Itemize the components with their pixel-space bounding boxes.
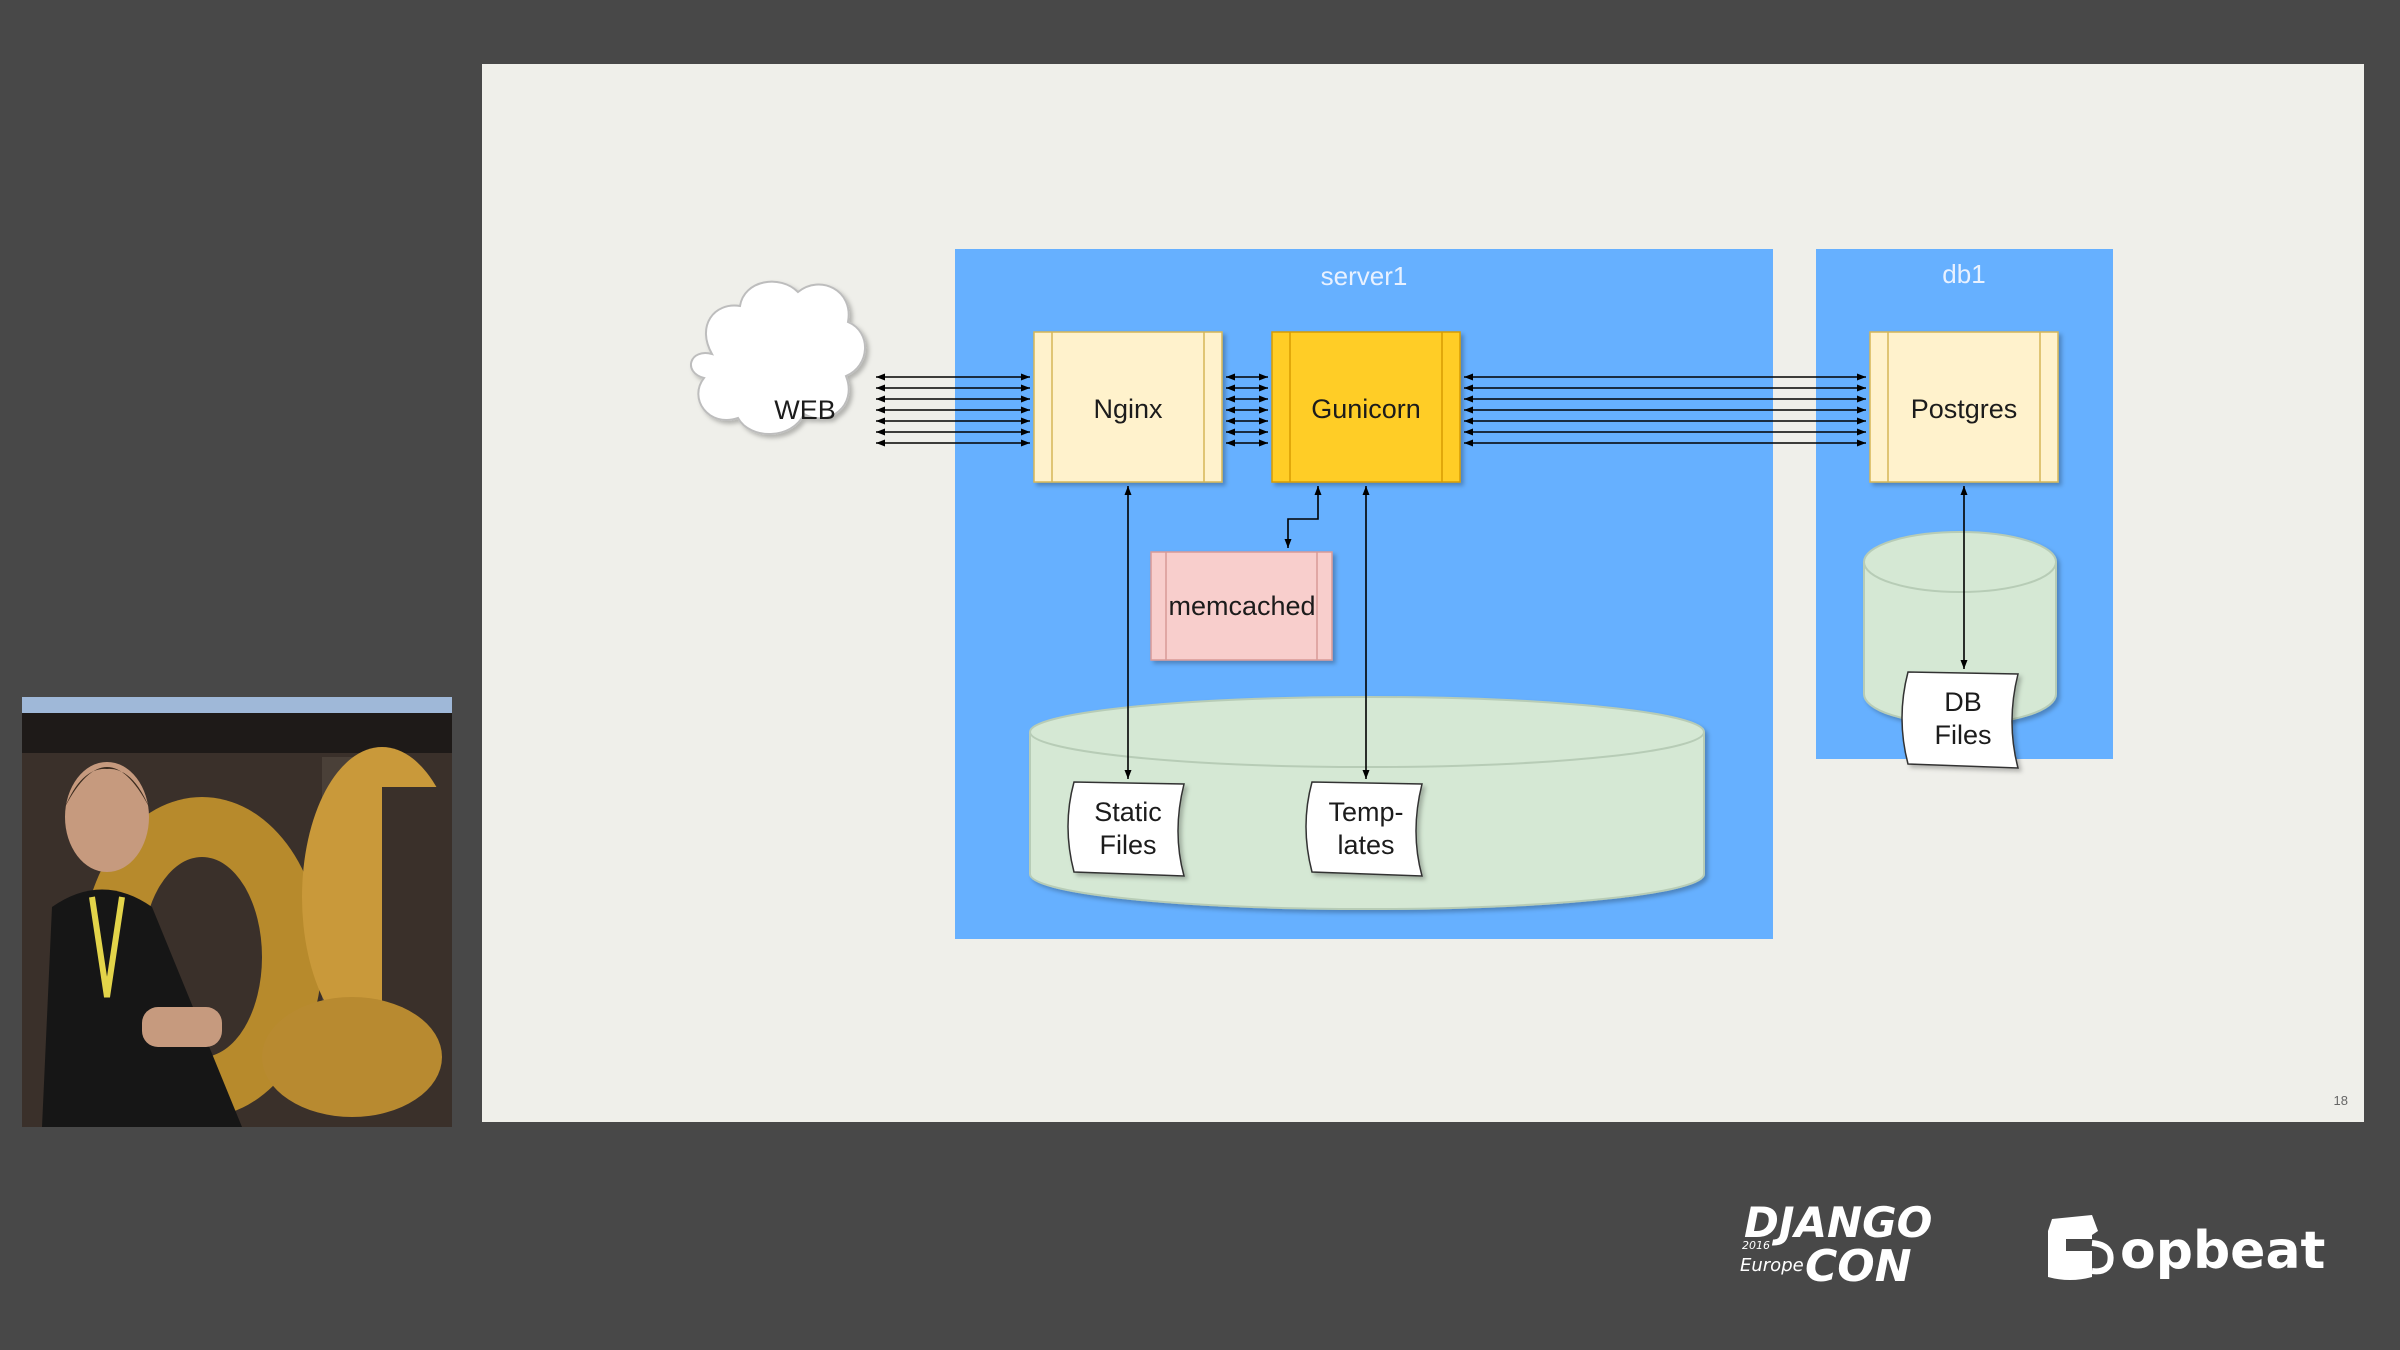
static-files-label-line2: Files <box>1099 830 1156 860</box>
postgres-label: Postgres <box>1911 394 2018 424</box>
templates-label-line2: lates <box>1337 830 1394 860</box>
static-files-label-line1: Static <box>1094 797 1162 827</box>
memcached-label: memcached <box>1168 591 1315 621</box>
db1-label: db1 <box>1942 259 1985 289</box>
djangocon-logo: DJANGO 2016 Europe CON <box>1740 1198 1932 1292</box>
djangocon-region: Europe <box>1740 1255 1804 1276</box>
djangocon-year: 2016 <box>1742 1239 1770 1252</box>
slide: server1 db1 WEB Nginx <box>482 64 2364 1122</box>
nginx-label: Nginx <box>1093 394 1163 424</box>
postgres-box: Postgres <box>1869 331 2059 483</box>
djangocon-line1: DJANGO <box>1744 1198 1932 1247</box>
page-number: 18 <box>2333 1093 2348 1108</box>
web-label: WEB <box>774 395 836 425</box>
speaker-video-image <box>22 697 452 1127</box>
db-files-label-line1: DB <box>1944 687 1982 717</box>
speaker-video <box>22 697 452 1127</box>
templates-doc: Temp- lates <box>1305 781 1423 877</box>
web-cloud: WEB <box>690 280 866 435</box>
memcached-box: memcached <box>1150 551 1333 661</box>
db-files-doc: DB Files <box>1901 671 2019 769</box>
architecture-diagram: server1 db1 WEB Nginx <box>690 249 2113 939</box>
opbeat-wordmark: opbeat <box>2120 1221 2325 1281</box>
nginx-box: Nginx <box>1033 331 1223 483</box>
djangocon-line2: CON <box>1805 1241 1912 1292</box>
templates-label-line1: Temp- <box>1328 797 1403 827</box>
opbeat-jug-icon <box>2048 1215 2114 1280</box>
gunicorn-box: Gunicorn <box>1271 331 1461 483</box>
db-files-label-line2: Files <box>1934 720 1991 750</box>
opbeat-logo: opbeat <box>2048 1215 2325 1281</box>
static-files-doc: Static Files <box>1067 781 1185 877</box>
server1-label: server1 <box>1321 261 1408 291</box>
connectors <box>876 373 1968 779</box>
sponsor-logos: DJANGO 2016 Europe CON opbeat <box>1730 1195 2330 1295</box>
gunicorn-label: Gunicorn <box>1311 394 1421 424</box>
logos-svg: DJANGO 2016 Europe CON opbeat <box>1740 1198 2325 1292</box>
